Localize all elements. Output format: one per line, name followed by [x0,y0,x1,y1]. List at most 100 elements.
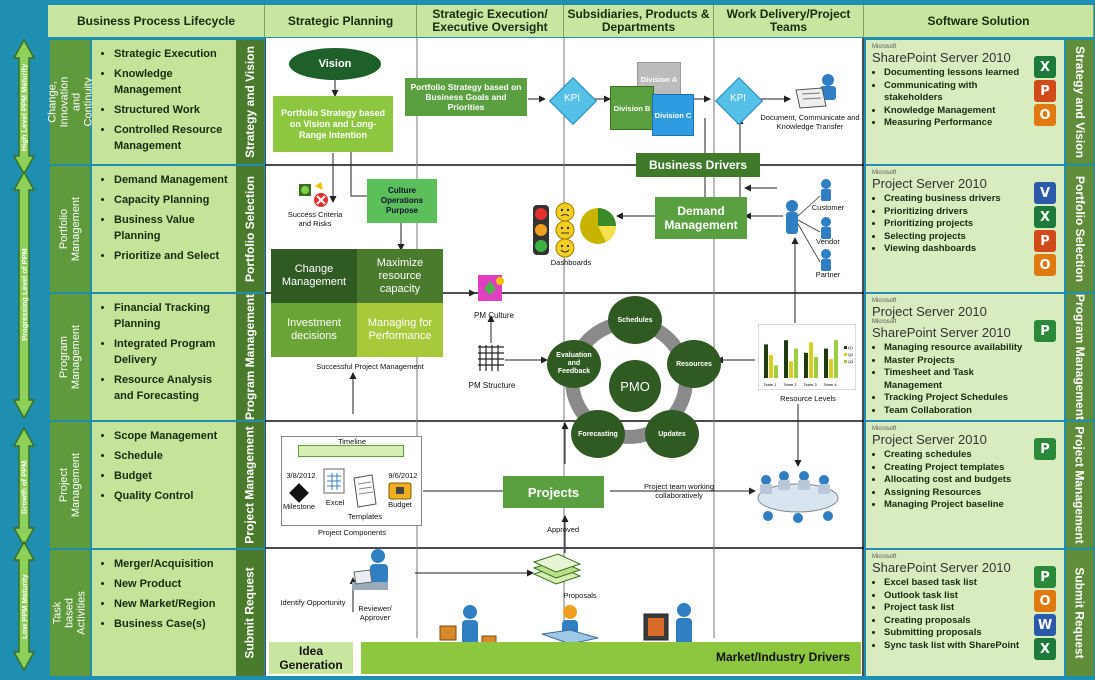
market-drivers-label: Market/Industry Drivers [715,650,851,664]
software-feature: Outlook task list [884,590,1034,603]
office-app-icon: P [1034,566,1056,588]
resource-bar [809,342,813,378]
header-lifecycle: Business Process Lifecycle [48,5,265,37]
stage-tab-right-1: Portfolio Selection [1066,166,1094,292]
matrix-cell-performance: Managing for Performance [357,303,443,357]
pmo-node-evaluation: Evaluation and Feedback [547,340,601,388]
resource-bar [764,344,768,378]
legend-label: Q1 [848,345,854,350]
capability-item: Resource Analysis and Forecasting [114,372,232,404]
office-app-icon: W [1034,614,1056,636]
pmo-node-forecasting: Forecasting [571,410,625,458]
customer-label: Customer [811,203,845,212]
smiley-faces-icon [555,202,575,258]
office-app-icon: O [1034,590,1056,612]
software-feature: Managing resource availability [884,342,1034,355]
resource-bar [784,340,788,378]
header-software: Software Solution [864,5,1094,37]
maturity-arrow-growth [12,426,36,548]
matrix-cell-investment: Investment decisions [271,303,357,357]
stage-tab-left-3: Project Management [236,422,264,548]
proposals-stack-icon [532,553,582,585]
maturity-label-high: High Level PPM Maturity [19,63,29,151]
maturity-arrow-progressing [12,170,36,420]
date1-label: 3/8/2012 [286,471,316,480]
office-app-icon: P [1034,230,1056,252]
software-feature: Tracking Project Schedules [884,392,1034,405]
resource-bar [824,348,828,378]
capability-item: New Market/Region [114,596,232,612]
proposals-label: Proposals [563,591,597,600]
portfolio-strategy-vision-box: Portfolio Strategy based on Vision and L… [273,96,393,152]
dashboards-label: Dashboards [550,258,592,267]
capability-item: Quality Control [114,488,232,504]
stage-tab-right-0: Strategy and Vision [1066,40,1094,164]
office-app-icon: O [1034,104,1056,126]
software-feature: Communicating with stakeholders [884,80,1034,105]
header-strategic-execution: Strategic Execution/ Executive Oversight [417,5,564,37]
capability-item: Controlled Resource Management [114,122,232,154]
office-app-icon: P [1034,320,1056,342]
document-label: Document, Communicate and Knowledge Tran… [760,113,860,131]
maturity-arrow-low [12,540,36,672]
market-drivers-bar [361,642,861,674]
vision-oval: Vision [289,48,381,80]
stage-tab-left-1: Portfolio Selection [236,166,264,292]
maturity-label-growth: Growth of PPM [19,460,29,514]
pmo-node-schedules: Schedules [608,296,662,344]
capability-item: New Product [114,576,232,592]
capability-item: Demand Management [114,172,232,188]
legend-swatch [844,346,847,349]
row-bullets-4: Merger/AcquisitionNew ProductNew Market/… [92,550,236,676]
capability-item: Structured Work [114,102,232,118]
resource-category-label: Team 4 [823,382,837,387]
office-app-icon: P [1034,80,1056,102]
pmo-center: PMO [609,360,661,412]
capability-item: Prioritize and Select [114,248,232,264]
software-feature: Submitting proposals [884,627,1034,640]
partner-label: Partner [815,270,841,279]
maturity-arrows [12,38,36,672]
row-label-3: Project Management [50,422,90,548]
resource-bar [804,352,808,378]
success-criteria-icon [299,182,328,207]
reviewer-person-icon [352,549,388,590]
pm-structure-label: PM Structure [468,381,516,390]
office-app-icon: P [1034,438,1056,460]
milestone-label: Milestone [282,502,316,511]
budget-icon [388,482,412,500]
excel-doc-icon [323,468,345,494]
office-app-icon: X [1034,206,1056,228]
row-bullets-2: Financial Tracking PlanningIntegrated Pr… [92,294,236,420]
matrix-cell-capacity: Maximize resource capacity [357,249,443,303]
idea-generation-box: Idea Generation [269,642,353,674]
software-feature: Sync task list with SharePoint [884,640,1034,653]
header-work-delivery: Work Delivery/Project Teams [714,5,864,37]
software-feature: Timesheet and Task Management [884,367,1034,392]
capability-item: Merger/Acquisition [114,556,232,572]
culture-ops-box: Culture Operations Purpose [367,179,437,223]
legend-label: Q2 [848,352,854,357]
strategy-matrix: Change Management Maximize resource capa… [271,249,443,357]
stage-tab-right-2: Program Management [1066,294,1094,420]
row-label-4: Task based Activities [50,550,90,676]
approved-label: Approved [546,525,580,534]
software-feature: Assigning Resources [884,487,1034,500]
projects-box: Projects [503,476,604,508]
row-label-0: Change, Innovation and Continuity [46,40,94,164]
team-working-label: Project team working collaboratively [643,482,715,500]
traffic-light-icon [533,205,549,255]
timeline-label: Timeline [337,437,367,446]
business-drivers-box: Business Drivers [636,153,760,177]
resource-bar [834,340,838,378]
pmo-node-updates: Updates [645,410,699,458]
kpi-diamond-2: KPI [714,76,764,126]
software-feature: Team Collaboration [884,405,1034,418]
